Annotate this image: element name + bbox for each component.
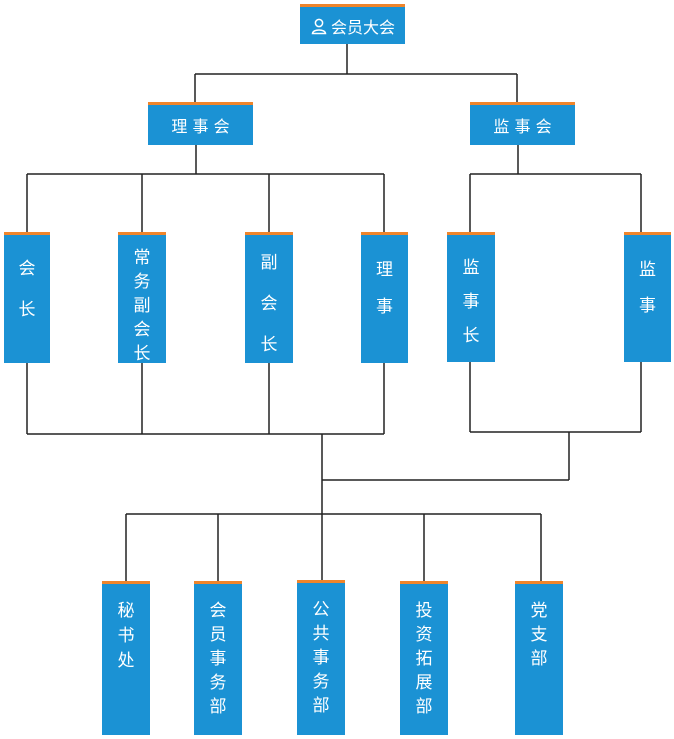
node-general-assembly: 会员大会: [300, 4, 405, 44]
node-member-affairs-dept: 会员事务部: [194, 581, 242, 735]
connector-to-departments: [125, 513, 542, 583]
node-chief-supervisor: 监事长: [447, 232, 495, 362]
node-secretariat-label: 秘书处: [117, 601, 135, 671]
node-member-affairs-dept-label: 会员事务部: [209, 601, 227, 717]
node-party-branch: 党支部: [515, 581, 563, 735]
connector-supervisory-members-bottom: [469, 362, 642, 433]
node-investment-expansion-dept-label: 投资拓展部: [415, 601, 433, 717]
node-president-label: 会长: [18, 259, 36, 320]
connector-merge: [321, 432, 570, 514]
connector-supervisory-to-members: [469, 145, 642, 234]
node-director: 理事: [361, 232, 408, 363]
connector-council-to-members: [26, 145, 385, 234]
node-council: 理 事 会: [148, 102, 253, 145]
node-executive-vice-president-label: 常务副会长: [133, 248, 151, 364]
node-supervisory-board: 监 事 会: [470, 102, 575, 145]
node-director-label: 理事: [375, 260, 393, 317]
node-chief-supervisor-label: 监事长: [462, 258, 480, 346]
person-icon: [310, 17, 328, 35]
connector-council-members-bottom: [26, 363, 385, 435]
node-general-assembly-label: 会员大会: [330, 17, 395, 37]
node-supervisory-board-label: 监 事 会: [493, 117, 552, 136]
node-party-branch-label: 党支部: [530, 601, 548, 669]
node-secretariat: 秘书处: [102, 581, 150, 735]
node-council-label: 理 事 会: [171, 117, 230, 136]
node-vice-president-label: 副会长: [260, 253, 278, 355]
node-supervisor-label: 监事: [638, 260, 656, 316]
node-executive-vice-president: 常务副会长: [118, 232, 166, 364]
node-public-affairs-dept: 公共事务部: [297, 580, 345, 735]
node-public-affairs-dept-label: 公共事务部: [312, 600, 330, 716]
node-investment-expansion-dept: 投资拓展部: [400, 581, 448, 735]
connector-root-to-level1: [194, 44, 518, 104]
node-president: 会长: [4, 232, 50, 363]
node-supervisor: 监事: [624, 232, 671, 362]
node-vice-president: 副会长: [245, 232, 293, 363]
